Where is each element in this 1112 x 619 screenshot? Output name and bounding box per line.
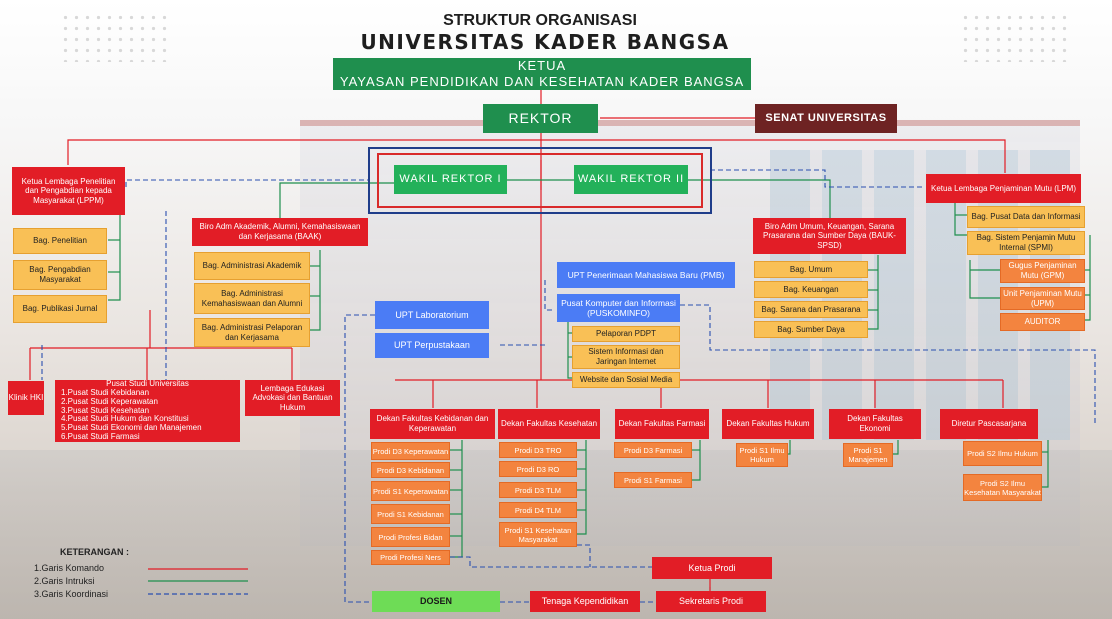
- prodi-s1-farmasi: Prodi S1 Farmasi: [614, 472, 692, 488]
- lpm-sub-upm: Unit Penjaminan Mutu (UPM): [1000, 287, 1085, 310]
- lpm-sub-auditor: AUDITOR: [1000, 313, 1085, 331]
- fakultas-hukum-head: Dekan Fakultas Hukum: [722, 409, 814, 439]
- prodi-profesi-bidan: Prodi Profesi Bidan: [371, 527, 450, 547]
- bauk-item-3: Bag. Sarana dan Prasarana: [754, 301, 868, 318]
- dosen-box: DOSEN: [372, 591, 500, 612]
- upt-pmb-box: UPT Penerimaan Mahasiswa Baru (PMB): [557, 262, 735, 288]
- fakultas-ekonomi-head: Dekan Fakultas Ekonomi: [829, 409, 921, 439]
- pusat-studi-item-3: 3.Pusat Studi Kesehatan: [61, 405, 150, 415]
- baak-head-box: Biro Adm Akademik, Alumni, Kemahasiswaan…: [192, 218, 368, 246]
- ketua-label: KETUA: [517, 58, 567, 74]
- sekretaris-prodi-box: Sekretaris Prodi: [656, 591, 766, 612]
- lppm-item-1: Bag. Penelitian: [13, 228, 107, 254]
- bauk-item-2: Bag. Keuangan: [754, 281, 868, 298]
- pascasarjana-head: Diretur Pascasarjana: [940, 409, 1038, 439]
- legend-intruksi-label: 2.Garis Intruksi: [34, 576, 95, 586]
- puskom-item-1: Pelaporan PDPT: [572, 326, 680, 342]
- upt-perpustakaan-box: UPT Perpustakaan: [375, 333, 489, 358]
- ketua-prodi-box: Ketua Prodi: [652, 557, 772, 579]
- bauk-head-box: Biro Adm Umum, Keuangan, Sarana Prasaran…: [753, 218, 906, 254]
- prodi-s1-keperawatan: Prodi S1 Keperawatan: [371, 481, 450, 501]
- title-line1: STRUKTUR ORGANISASI: [443, 12, 637, 30]
- wakil-rektor-2-box: WAKIL REKTOR II: [574, 165, 688, 194]
- prodi-d3-tro: Prodi D3 TRO: [499, 442, 577, 458]
- prodi-s1-ilmu-hukum: Prodi S1 Ilmu Hukum: [736, 443, 788, 467]
- puskom-item-3: Website dan Sosial Media: [572, 372, 680, 388]
- pusat-studi-item-1: 1.Pusat Studi Kebidanan: [61, 387, 150, 397]
- legend-title: KETERANGAN :: [60, 547, 129, 557]
- lppm-item-3: Bag. Publikasi Jurnal: [13, 295, 107, 323]
- wakil-rektor-inner-frame: [377, 153, 703, 208]
- fakultas-farmasi-head: Dekan Fakultas Farmasi: [615, 409, 709, 439]
- baak-item-2: Bag. Administrasi Kemahasiswaan dan Alum…: [194, 283, 310, 314]
- legend-koordinasi-label: 3.Garis Koordinasi: [34, 589, 109, 599]
- baak-item-1: Bag. Administrasi Akademik: [194, 252, 310, 280]
- bauk-item-1: Bag. Umum: [754, 261, 868, 278]
- prodi-d3-tlm: Prodi D3 TLM: [499, 482, 577, 498]
- prodi-d4-tlm: Prodi D4 TLM: [499, 502, 577, 518]
- klinik-hki-box: Klinik HKI: [8, 381, 44, 415]
- fakultas-kesehatan-head: Dekan Fakultas Kesehatan: [498, 409, 600, 439]
- baak-item-3: Bag. Administrasi Pelaporan dan Kerjasam…: [194, 318, 310, 347]
- upt-laboratorium-box: UPT Laboratorium: [375, 301, 489, 329]
- wakil-rektor-outer-frame: [368, 147, 712, 214]
- decor-dots-left: [60, 12, 170, 62]
- puskominfo-head-box: Pusat Komputer dan Informasi (PUSKOMINFO…: [557, 294, 680, 322]
- prodi-s2-kesmas: Prodi S2 Ilmu Kesehatan Masyarakat: [963, 474, 1042, 501]
- pusat-studi-item-4: 4.Pusat Studi Hukum dan Konstitusi: [61, 414, 189, 424]
- prodi-d3-keperawatan: Prodi D3 Keperawatan: [371, 442, 450, 460]
- pusat-studi-item-6: 6.Pusat Studi Farmasi: [61, 432, 140, 442]
- lpm-item-1: Bag. Pusat Data dan Informasi: [967, 206, 1085, 228]
- ketua-yayasan-box: KETUA YAYASAN PENDIDIKAN DAN KESEHATAN K…: [333, 58, 751, 90]
- lppm-item-2: Bag. Pengabdian Masyarakat: [13, 260, 107, 290]
- prodi-s1-kesmas: Prodi S1 Kesehatan Masyarakat: [499, 522, 577, 547]
- prodi-profesi-ners: Prodi Profesi Ners: [371, 550, 450, 565]
- puskom-item-2: Sistem Informasi dan Jaringan Internet: [572, 345, 680, 369]
- pusat-studi-item-2: 2.Pusat Studi Keperawatan: [61, 396, 158, 406]
- lppm-head-box: Ketua Lembaga Penelitian dan Pengabdian …: [12, 167, 125, 215]
- wakil-rektor-1-box: WAKIL REKTOR I: [394, 165, 507, 194]
- rektor-box: REKTOR: [483, 104, 598, 133]
- legend-komando-label: 1.Garis Komando: [34, 563, 105, 573]
- title-line2: UNIVERSITAS KADER BANGSA: [360, 30, 730, 54]
- prodi-d3-farmasi: Prodi D3 Farmasi: [614, 442, 692, 458]
- decor-dots-right: [960, 12, 1070, 62]
- lembaga-edukasi-box: Lembaga Edukasi Advokasi dan Bantuan Huk…: [245, 380, 340, 416]
- prodi-s2-ilmu-hukum: Prodi S2 Ilmu Hukum: [963, 441, 1042, 466]
- tenaga-kependidikan-box: Tenaga Kependidikan: [530, 591, 640, 612]
- prodi-s1-manajemen: Prodi S1 Manajemen: [843, 443, 893, 467]
- lpm-sub-gpm: Gugus Penjaminan Mutu (GPM): [1000, 259, 1085, 283]
- pusat-studi-box: Pusat Studi Universitas 1.Pusat Studi Ke…: [55, 378, 240, 442]
- pusat-studi-item-5: 5.Pusat Studi Ekonomi dan Manajemen: [61, 423, 202, 433]
- bauk-item-4: Bag. Sumber Daya: [754, 321, 868, 338]
- lpm-head-box: Ketua Lembaga Penjaminan Mutu (LPM): [926, 174, 1081, 203]
- fakultas-kebidanan-head: Dekan Fakultas Kebidanan dan Keperawatan: [370, 409, 495, 439]
- prodi-d3-ro: Prodi D3 RO: [499, 461, 577, 477]
- yayasan-label: YAYASAN PENDIDIKAN DAN KESEHATAN KADER B…: [339, 74, 745, 89]
- prodi-d3-kebidanan: Prodi D3 Kebidanan: [371, 462, 450, 478]
- senat-universitas-box: SENAT UNIVERSITAS: [755, 104, 897, 133]
- pusat-studi-head: Pusat Studi Universitas: [106, 378, 189, 388]
- lpm-item-2: Bag. Sistem Penjamin Mutu Internal (SPMI…: [967, 231, 1085, 255]
- prodi-s1-kebidanan: Prodi S1 Kebidanan: [371, 504, 450, 524]
